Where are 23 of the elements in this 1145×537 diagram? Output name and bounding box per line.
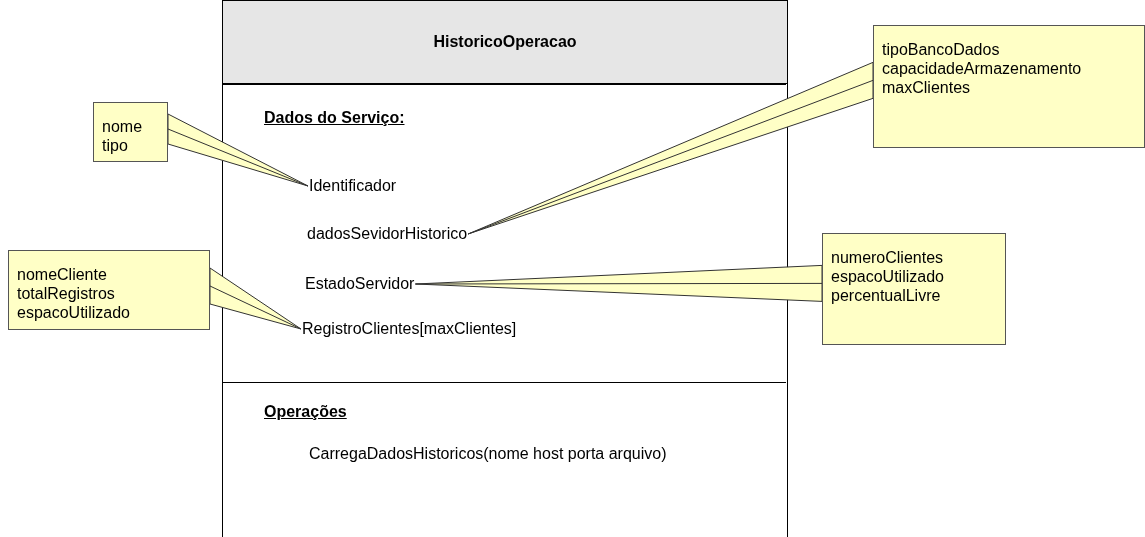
note-text: numeroClientes (831, 248, 944, 267)
section-heading: Dados do Serviço: (264, 109, 405, 127)
note-text: maxClientes (882, 78, 971, 97)
class-name-header: HistoricoOperacao (223, 1, 787, 84)
attribute-text: EstadoServidor (305, 275, 415, 293)
note-text: tipo (102, 136, 128, 155)
note-text: tipoBancoDados (882, 40, 1000, 59)
class-box (222, 0, 788, 537)
note-box (822, 233, 1006, 345)
note-text: nomeCliente (17, 265, 107, 284)
note-box (93, 102, 168, 162)
attribute-text: RegistroClientes[maxClientes] (302, 320, 517, 338)
note-text: espacoUtilizado (831, 267, 944, 286)
attribute-text: Identificador (309, 177, 397, 195)
note-text: percentualLivre (831, 286, 941, 305)
attribute-text: dadosSevidorHistorico (307, 225, 468, 243)
note-text: espacoUtilizado (17, 303, 130, 322)
note-text: nome (102, 117, 143, 136)
note-box (873, 25, 1145, 148)
note-text: totalRegistros (17, 284, 115, 303)
section-heading: Operações (264, 403, 347, 421)
note-text: capacidadeArmazenamento (882, 59, 1082, 78)
operation-text: CarregaDadosHistoricos(nome host porta arquivo) (309, 445, 667, 463)
